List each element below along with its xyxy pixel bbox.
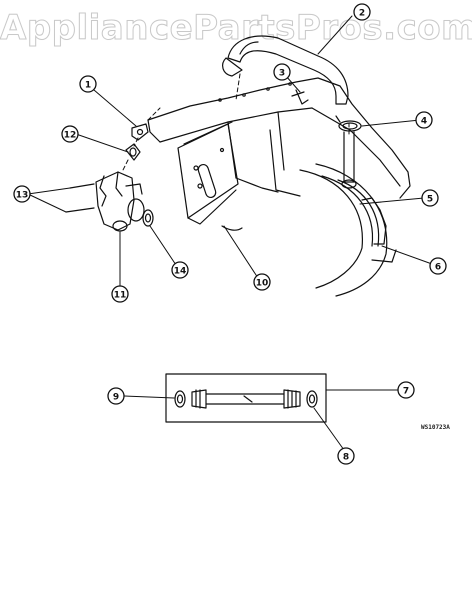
callout-9: 9 bbox=[107, 387, 125, 405]
figure-code: WS10723A bbox=[421, 424, 450, 431]
callout-14-label: 14 bbox=[174, 267, 187, 277]
part-13-screws bbox=[65, 183, 95, 213]
callout-14: 14 bbox=[171, 261, 189, 279]
callout-5-label: 5 bbox=[427, 195, 433, 205]
callout-10: 10 bbox=[253, 273, 271, 291]
callout-3: 3 bbox=[273, 63, 291, 81]
tub-wall bbox=[299, 163, 397, 297]
part-5-drain-hose bbox=[341, 131, 357, 189]
callout-13: 13 bbox=[13, 185, 31, 203]
callout-6-label: 6 bbox=[435, 263, 441, 273]
callout-3-label: 3 bbox=[279, 69, 285, 79]
callout-7: 7 bbox=[397, 381, 415, 399]
part-9-washer bbox=[174, 390, 186, 408]
part-8-washer bbox=[306, 390, 318, 408]
part-3-screw bbox=[291, 89, 309, 105]
callout-7-label: 7 bbox=[403, 387, 409, 397]
callout-2: 2 bbox=[353, 3, 371, 21]
callout-10-label: 10 bbox=[256, 279, 269, 289]
part-14-seal bbox=[142, 209, 154, 227]
callout-6: 6 bbox=[429, 257, 447, 275]
callout-5: 5 bbox=[421, 189, 439, 207]
part-4-clamp bbox=[335, 115, 362, 132]
part-2-hose bbox=[222, 35, 349, 105]
part-12-gasket bbox=[125, 143, 141, 161]
callout-11: 11 bbox=[111, 285, 129, 303]
callout-1: 1 bbox=[79, 75, 97, 93]
callout-8-label: 8 bbox=[343, 453, 349, 463]
callout-8: 8 bbox=[337, 447, 355, 465]
part-7-fill-hose bbox=[191, 389, 301, 409]
tub-frame bbox=[147, 77, 411, 199]
callout-12-label: 12 bbox=[64, 131, 77, 141]
callout-13-label: 13 bbox=[16, 191, 29, 201]
callout-12: 12 bbox=[61, 125, 79, 143]
callout-4: 4 bbox=[415, 111, 433, 129]
part-10-bracket bbox=[177, 121, 243, 231]
part-1-fitting bbox=[131, 123, 149, 141]
callout-11-label: 11 bbox=[114, 291, 127, 301]
callout-1-label: 1 bbox=[85, 81, 91, 91]
callout-4-label: 4 bbox=[421, 117, 427, 127]
callout-9-label: 9 bbox=[113, 393, 119, 403]
leader-lines bbox=[27, 15, 433, 451]
callout-2-label: 2 bbox=[359, 9, 365, 19]
part-11-pump bbox=[95, 171, 145, 232]
assembly-guide-lines bbox=[121, 73, 350, 173]
